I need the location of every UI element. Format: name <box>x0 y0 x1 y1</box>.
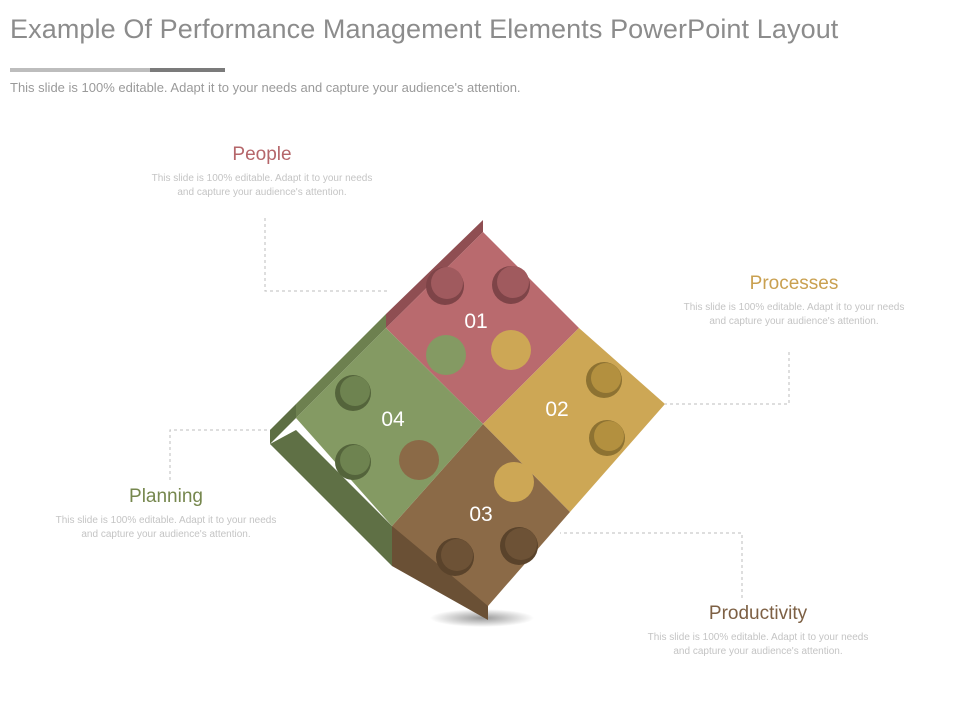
callout-people-title: People <box>232 144 292 165</box>
connector-productivity <box>560 532 743 598</box>
piece-number-01: 01 <box>464 310 487 333</box>
piece-04-depth <box>270 404 296 444</box>
piece-04-side <box>270 430 392 566</box>
piece-number-02: 02 <box>545 398 568 421</box>
callout-processes-text: This slide is 100% editable. Adapt it to… <box>683 302 905 327</box>
piece-number-03: 03 <box>469 503 492 526</box>
callout-planning-title: Planning <box>129 486 203 507</box>
callout-processes: Processes This slide is 100% editable. A… <box>679 273 909 329</box>
callout-planning: Planning This slide is 100% editable. Ad… <box>51 486 281 542</box>
callout-planning-text: This slide is 100% editable. Adapt it to… <box>55 515 277 540</box>
knob-02-into-01 <box>491 330 531 370</box>
connector-lines <box>169 218 790 598</box>
slide-subtitle: This slide is 100% editable. Adapt it to… <box>10 80 521 95</box>
slide-title: Example Of Performance Management Elemen… <box>10 14 839 44</box>
callout-productivity: Productivity This slide is 100% editable… <box>643 603 873 659</box>
connector-processes <box>665 352 790 405</box>
callout-productivity-title: Productivity <box>708 603 808 624</box>
diagram-shadow <box>430 609 534 627</box>
callout-processes-title: Processes <box>749 273 839 294</box>
piece-number-04: 04 <box>381 408 405 431</box>
knob-02-into-03 <box>494 462 534 502</box>
callout-people: People This slide is 100% editable. Adap… <box>147 144 377 200</box>
callout-productivity-text: This slide is 100% editable. Adapt it to… <box>647 632 869 657</box>
piece-04-depth-top <box>296 314 386 418</box>
title-underline-accent <box>10 68 150 72</box>
puzzle-piece-01 <box>386 232 579 424</box>
connector-planning <box>169 429 272 480</box>
piece-03-side <box>392 526 488 620</box>
knob-03-into-04 <box>399 440 439 480</box>
callout-people-text: This slide is 100% editable. Adapt it to… <box>151 173 373 198</box>
knob-04-into-01 <box>426 335 466 375</box>
puzzle-piece-04 <box>296 328 483 526</box>
connector-people <box>264 218 388 292</box>
